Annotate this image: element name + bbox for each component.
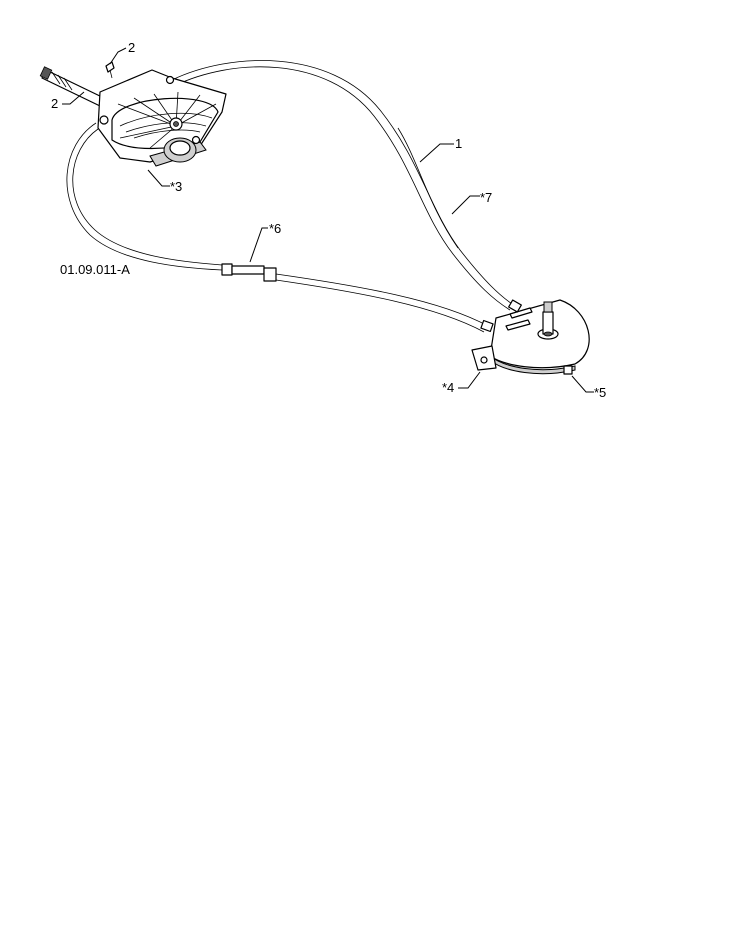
- shifter-assembly: [39, 61, 227, 167]
- cable-sleeve-left: [221, 263, 233, 276]
- callout-labels: 1 2 2 *3 *4 *5 *6 *7 01.09.011-A: [51, 40, 606, 400]
- callout-7: *7: [480, 190, 492, 205]
- callout-1: 1: [455, 136, 462, 151]
- leader-2-top: [109, 47, 127, 65]
- callout-2-left: 2: [51, 96, 58, 111]
- figure-id: 01.09.011-A: [60, 262, 130, 277]
- callout-5: *5: [594, 385, 606, 400]
- cable-sleeve-right: [263, 267, 277, 282]
- callout-6: *6: [269, 221, 281, 236]
- leader-4: [458, 371, 481, 389]
- cable-lower-loop: [66, 122, 489, 333]
- leader-6: [249, 227, 268, 263]
- leader-7: [451, 195, 480, 215]
- leader-lines: [62, 47, 594, 393]
- cable-upper-loop: [171, 60, 516, 311]
- leader-2-left: [62, 91, 85, 105]
- callout-3: *3: [170, 179, 182, 194]
- callout-4: *4: [442, 380, 454, 395]
- leader-5: [571, 375, 594, 393]
- leader-3: [147, 169, 170, 187]
- leader-1: [419, 143, 454, 163]
- callout-2-top: 2: [128, 40, 135, 55]
- idler-bracket-assembly: [471, 299, 590, 375]
